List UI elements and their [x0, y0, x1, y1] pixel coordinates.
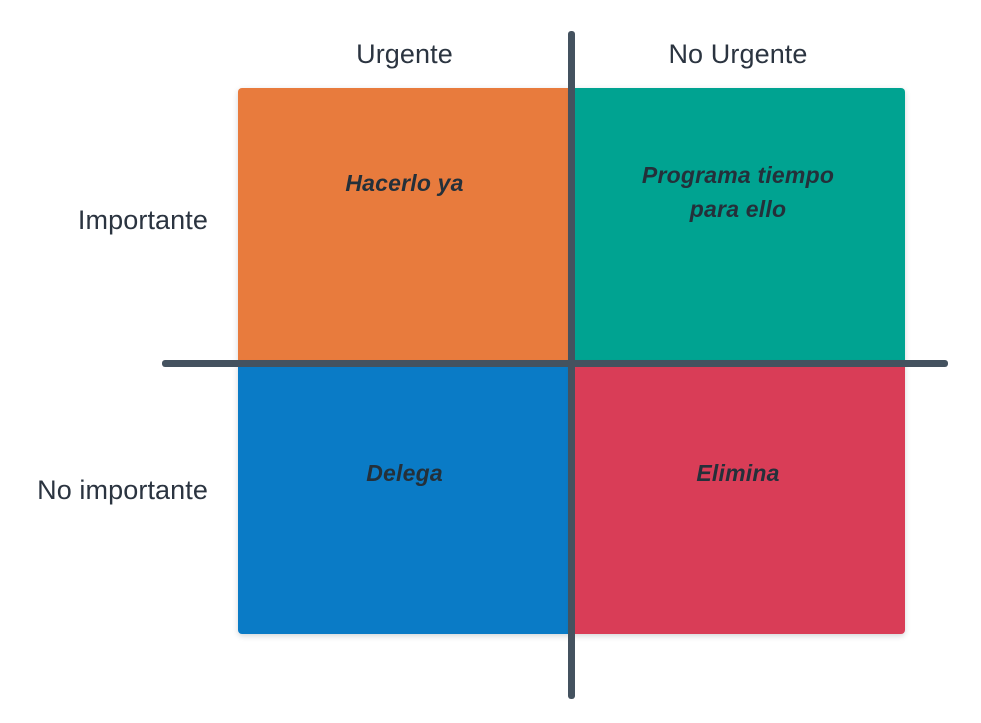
quadrant-not-important-urgent[interactable]: Delega [238, 363, 571, 634]
row-header-importante: Importante [77, 205, 208, 235]
quadrant-important-urgent[interactable]: Hacerlo ya [238, 88, 571, 363]
quadrant-label-hacerlo-ya: Hacerlo ya [345, 169, 464, 196]
quadrant-label-elimina: Elimina [696, 459, 780, 486]
quadrant-label-line-1: Programa tiempo [641, 162, 835, 189]
quadrant-not-important-not-urgent[interactable]: Elimina [571, 363, 905, 634]
quadrant-important-not-urgent[interactable]: Programa tiempo para ello [571, 88, 905, 363]
row-header-no-importante: No importante [37, 475, 208, 505]
horizontal-axis-line [162, 360, 948, 367]
column-header-no-urgente: No Urgente [668, 39, 808, 69]
quadrant-label-delega: Delega [366, 459, 443, 486]
quadrant-label-programa-tiempo-para-ello: Programa tiempo para ello [628, 159, 848, 226]
quadrant-label-line-2: para ello [689, 195, 787, 222]
column-header-urgente: Urgente [356, 39, 453, 69]
vertical-axis-line [568, 31, 575, 699]
